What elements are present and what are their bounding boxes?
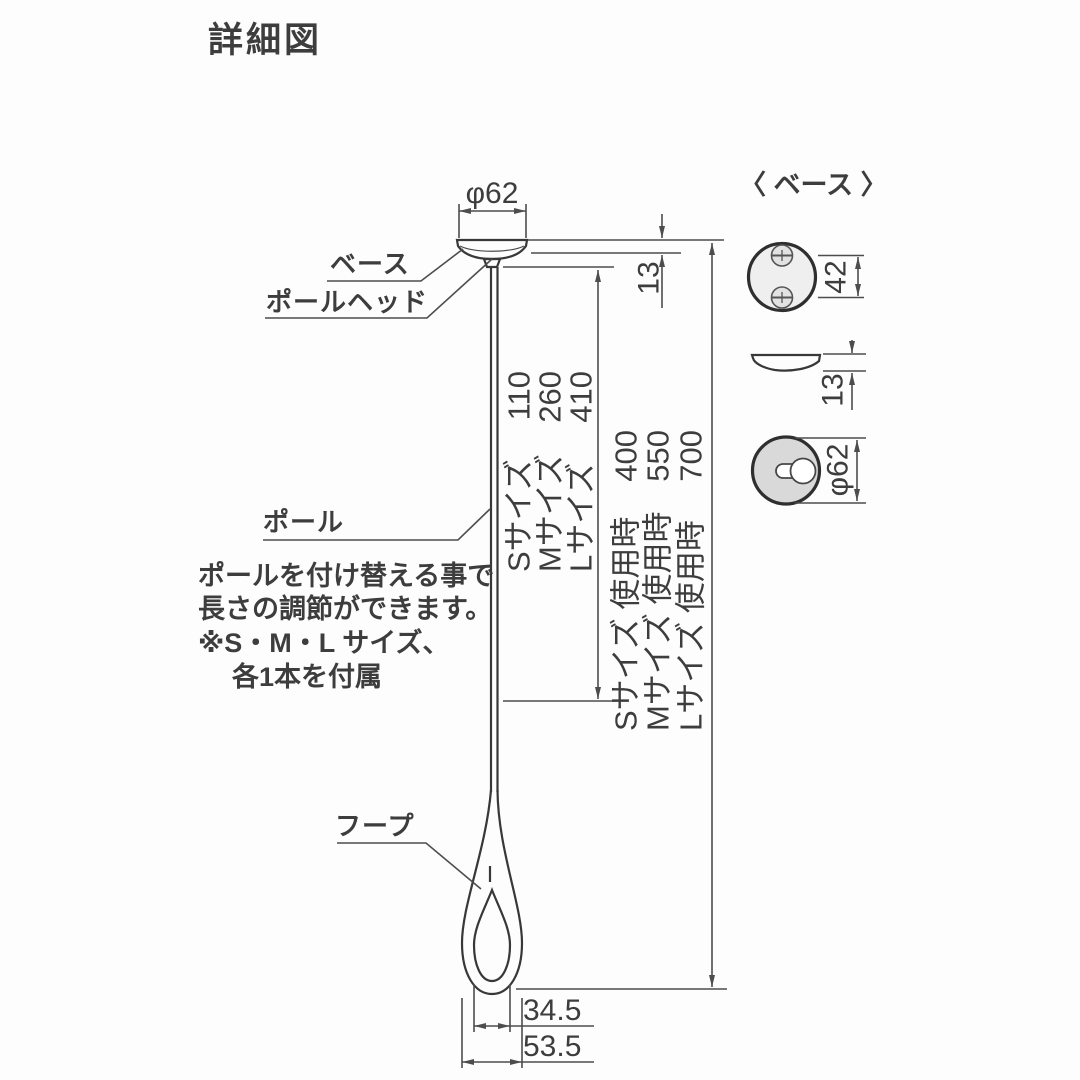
base-label: ベース <box>330 249 410 279</box>
hoop-leader-line <box>337 842 482 890</box>
base-dish-rim-line <box>459 245 525 252</box>
part-labels: ベース ポールヘッド ポール フープ <box>263 248 493 890</box>
dim-pole-length: Sサイズ 110 Mサイズ 260 Lサイズ 410 <box>502 270 601 699</box>
dim-overall-m-label: Mサイズ 使用時 <box>641 511 676 731</box>
pole-label: ポール <box>263 507 344 537</box>
product-outline <box>455 238 529 996</box>
dim-screw-pitch-text: 42 <box>820 260 853 293</box>
hoop-outer-shape <box>460 789 524 996</box>
dim-overall-m-value: 550 <box>641 430 676 482</box>
pole-head-leader-line <box>265 258 493 319</box>
base-detail-heading: 〈 ベース 〉 <box>739 170 888 200</box>
dim-hoop-outer-text: 53.5 <box>523 1030 581 1063</box>
dim-diameter-text: φ62 <box>822 444 855 497</box>
dim-pole-length-m-label: Mサイズ <box>533 454 568 572</box>
note-line-2: 長さの調節ができます。 <box>198 593 492 624</box>
dim-overall-s-value: 400 <box>609 430 644 482</box>
dim-pole-length-s-label: Sサイズ <box>502 459 537 572</box>
base-side-view: 13 <box>750 340 866 410</box>
dim-base-diameter: φ62 <box>458 177 527 238</box>
dim-overall-length: Sサイズ 使用時 400 Mサイズ 使用時 550 Lサイズ 使用時 700 <box>609 243 715 987</box>
base-side-shape <box>750 353 822 372</box>
dim-pole-length-m-value: 260 <box>533 371 568 423</box>
dim-pole-length-l-value: 410 <box>564 371 599 423</box>
dim-thickness-text: 13 <box>817 373 850 406</box>
note-line-4: 各1本を付属 <box>231 661 382 692</box>
base-bottom-view: φ62 <box>750 435 866 506</box>
note-line-3: ※S・M・L サイズ、 <box>198 627 449 658</box>
dim-hoop-widths: 34.5 53.5 <box>461 984 594 1068</box>
base-front-view: 42 <box>746 241 864 313</box>
dim-hoop-inner-text: 34.5 <box>523 994 581 1027</box>
dim-base-height-text: 13 <box>633 261 666 294</box>
base-dish-shape <box>455 238 529 261</box>
note-block: ポールを付け替える事で 長さの調節ができます。 ※S・M・L サイズ、 各1本を… <box>198 561 494 692</box>
keyhole-hole <box>789 457 817 485</box>
dim-overall-l-value: 700 <box>674 430 709 482</box>
dim-overall-l-label: Lサイズ 使用時 <box>674 520 709 731</box>
dim-pole-length-s-value: 110 <box>502 371 537 420</box>
dim-overall-s-label: Sサイズ 使用時 <box>609 517 644 731</box>
extension-lines <box>503 239 727 990</box>
pole-head-shape <box>482 257 502 269</box>
pole-head-label: ポールヘッド <box>266 287 428 317</box>
page-title: 詳細図 <box>208 21 322 60</box>
pole-leader-line <box>263 508 491 541</box>
hoop-inner-shape <box>472 887 512 983</box>
base-front-circle <box>746 241 818 313</box>
dim-pole-length-l-label: Lサイズ <box>564 463 599 572</box>
note-line-1: ポールを付け替える事で <box>198 561 494 591</box>
dim-base-diameter-text: φ62 <box>466 177 519 210</box>
dim-base-height: 13 <box>633 214 666 308</box>
base-leader-line <box>327 248 464 282</box>
hoop-label: フープ <box>335 811 414 841</box>
